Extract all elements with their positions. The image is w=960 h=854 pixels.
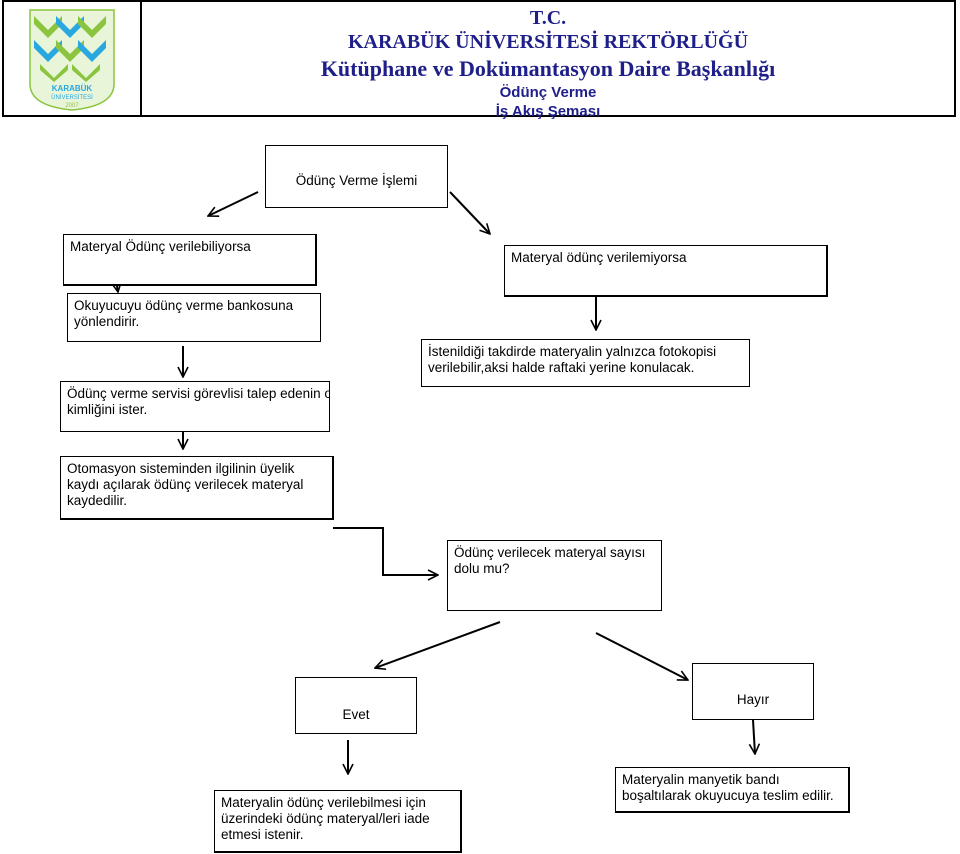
node-no-result-label: Materyalin manyetik bandı boşaltılarak o…	[622, 772, 834, 803]
arrow-no-to-result	[753, 719, 755, 754]
node-can-lend-label: Materyal Ödünç verilebiliyorsa	[70, 239, 251, 254]
document-header: KARABÜK ÜNİVERSİTESİ 2007 T.C. KARABÜK Ü…	[2, 0, 956, 120]
logo-year: 2007	[65, 103, 79, 109]
node-staff-id-label: Ödünç verme servisi görevlisi talep eden…	[67, 386, 330, 417]
node-yes: Evet	[295, 677, 417, 734]
arrow-question-to-no	[595, 632, 688, 681]
header-line-workflow: İş Akış Şeması	[495, 103, 601, 120]
logo-text-line1: KARABÜK	[52, 84, 93, 93]
node-direct-desk-label: Okuyucuyu ödünç verme bankosuna yönlendi…	[74, 298, 294, 329]
node-record: Otomasyon sisteminden ilgilinin üyelik k…	[60, 456, 334, 520]
node-start-label: Ödünç Verme İşlemi	[295, 173, 418, 188]
node-staff-id: Ödünç verme servisi görevlisi talep eden…	[60, 381, 330, 432]
node-yes-result-label: Materyalin ödünç verilebilmesi için üzer…	[221, 795, 430, 842]
node-photocopy-note: İstenildiği takdirde materyalin yalnızca…	[421, 339, 750, 387]
node-no: Hayır	[692, 663, 814, 720]
node-photocopy-note-label: İstenildiği takdirde materyalin yalnızca…	[428, 344, 717, 375]
arrow-question-to-yes	[375, 621, 501, 668]
node-no-result: Materyalin manyetik bandı boşaltılarak o…	[615, 767, 850, 813]
arrow-start-to-can-lend	[208, 191, 259, 216]
header-line-process: Ödünç Verme	[499, 84, 597, 101]
node-start: Ödünç Verme İşlemi	[265, 145, 448, 208]
arrow-record-to-question	[333, 527, 438, 575]
title-cell: T.C. KARABÜK ÜNİVERSİTESİ REKTÖRLÜĞÜ Küt…	[142, 2, 954, 120]
header-line-university: KARABÜK ÜNİVERSİTESİ REKTÖRLÜĞÜ	[347, 31, 749, 53]
header-line-tc: T.C.	[529, 7, 567, 29]
node-cannot-lend-label: Materyal ödünç verilemiyorsa	[511, 250, 687, 265]
node-question-label: Ödünç verilecek materyal sayısı dolu mu?	[454, 545, 646, 576]
node-cannot-lend: Materyal ödünç verilemiyorsa	[504, 245, 828, 297]
logo-cell: KARABÜK ÜNİVERSİTESİ 2007	[4, 2, 142, 115]
node-question: Ödünç verilecek materyal sayısı dolu mu?	[447, 540, 662, 611]
arrow-start-to-cannot-lend	[449, 191, 490, 234]
node-can-lend: Materyal Ödünç verilebiliyorsa	[63, 234, 317, 286]
logo-text-line2: ÜNİVERSİTESİ	[51, 94, 93, 101]
university-logo: KARABÜK ÜNİVERSİTESİ 2007	[29, 9, 115, 111]
node-no-label: Hayır	[736, 692, 770, 707]
node-direct-desk: Okuyucuyu ödünç verme bankosuna yönlendi…	[67, 293, 321, 342]
node-yes-result: Materyalin ödünç verilebilmesi için üzer…	[214, 790, 462, 853]
header-line-department: Kütüphane ve Dokümantasyon Daire Başkanl…	[320, 56, 776, 81]
node-yes-label: Evet	[342, 707, 370, 722]
node-record-label: Otomasyon sisteminden ilgilinin üyelik k…	[67, 461, 304, 508]
